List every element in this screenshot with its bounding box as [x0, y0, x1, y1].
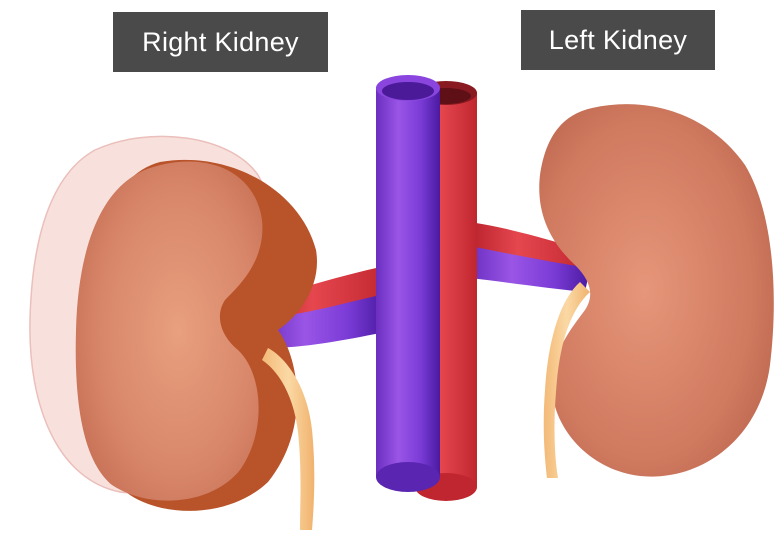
- right-kidney-label: Right Kidney: [113, 12, 328, 72]
- left-kidney: [539, 104, 774, 478]
- left-kidney-label: Left Kidney: [521, 10, 715, 70]
- inferior-vena-cava: [376, 75, 440, 492]
- right-kidney: [30, 136, 317, 530]
